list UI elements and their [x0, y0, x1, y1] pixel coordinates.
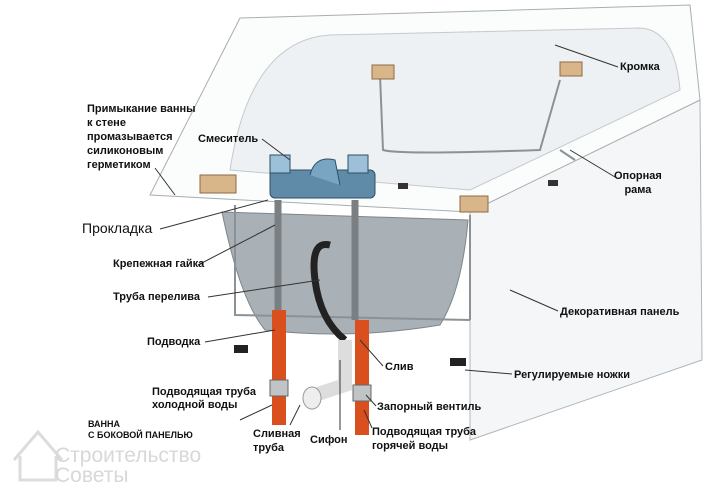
- supply-hose: [274, 200, 359, 320]
- label-drain: Слив: [385, 361, 414, 373]
- label-line: труба: [253, 442, 284, 454]
- label-line: холодной воды: [152, 399, 238, 411]
- wood-block: [371, 64, 395, 80]
- mixer-spout: [309, 158, 341, 186]
- label-panel: Декоративная панель: [560, 306, 680, 318]
- label-line: к стене: [87, 117, 126, 129]
- label-sealant: Примыкание ванны к стене промазывается с…: [87, 102, 196, 172]
- label-drainpipe: Сливная труба: [253, 427, 301, 455]
- label-line: горячей воды: [372, 440, 449, 452]
- label-line: промазывается: [87, 131, 173, 143]
- siphon: [312, 340, 352, 402]
- mixer-handle: [347, 154, 369, 174]
- adjustable-foot: [398, 183, 408, 189]
- label-line: Подводящая труба: [372, 426, 477, 438]
- label-line: герметиком: [87, 159, 151, 171]
- valve: [352, 384, 372, 402]
- support-frame: [234, 74, 576, 321]
- adjustable-foot: [548, 180, 558, 186]
- label-line: Подводящая труба: [152, 386, 257, 398]
- label-feet: Регулируемые ножки: [514, 369, 630, 381]
- watermark-line: Строительство: [55, 444, 202, 467]
- overflow-pipe: [310, 240, 348, 343]
- label-cold-pipe: Подводящая труба холодной воды: [152, 386, 256, 412]
- drain-pipe-end: [302, 386, 322, 410]
- label-line: С БОКОВОЙ ПАНЕЛЬЮ: [88, 430, 193, 440]
- valve: [269, 379, 289, 397]
- label-supply: Подводка: [147, 336, 201, 348]
- cold-pipe: [272, 310, 286, 425]
- label-line: рама: [624, 184, 652, 196]
- label-line: ВАННА: [88, 419, 121, 429]
- label-mixer: Смеситель: [198, 133, 259, 145]
- label-line: силиконовым: [87, 145, 164, 157]
- label-siphon: Сифон: [310, 434, 348, 446]
- wood-block: [199, 174, 237, 194]
- hot-pipe: [355, 320, 369, 435]
- adjustable-foot: [234, 345, 248, 353]
- wood-block: [459, 195, 489, 213]
- label-overflow: Труба перелива: [113, 291, 201, 303]
- label-hot-pipe: Подводящая труба горячей воды: [372, 425, 476, 453]
- label-gasket: Прокладка: [82, 220, 153, 236]
- label-line: Сливная: [253, 428, 301, 440]
- label-frame: Опорная рама: [614, 169, 662, 197]
- watermark-house-logo: [12, 429, 64, 482]
- watermark: Строительство Советы: [55, 444, 202, 487]
- label-valve: Запорный вентиль: [377, 401, 482, 413]
- wood-block: [559, 61, 583, 77]
- label-line: Опорная: [614, 170, 662, 182]
- adjustable-foot: [450, 358, 466, 366]
- mixer-handle: [269, 154, 291, 174]
- tub-bowl: [221, 211, 469, 335]
- leader-lines: [154, 44, 619, 430]
- watermark-line: Советы: [55, 464, 129, 487]
- label-line: Примыкание ванны: [87, 103, 196, 115]
- diagram-title: ВАННА С БОКОВОЙ ПАНЕЛЬЮ: [88, 419, 193, 441]
- label-rim: Кромка: [620, 61, 660, 73]
- label-nut: Крепежная гайка: [113, 258, 205, 270]
